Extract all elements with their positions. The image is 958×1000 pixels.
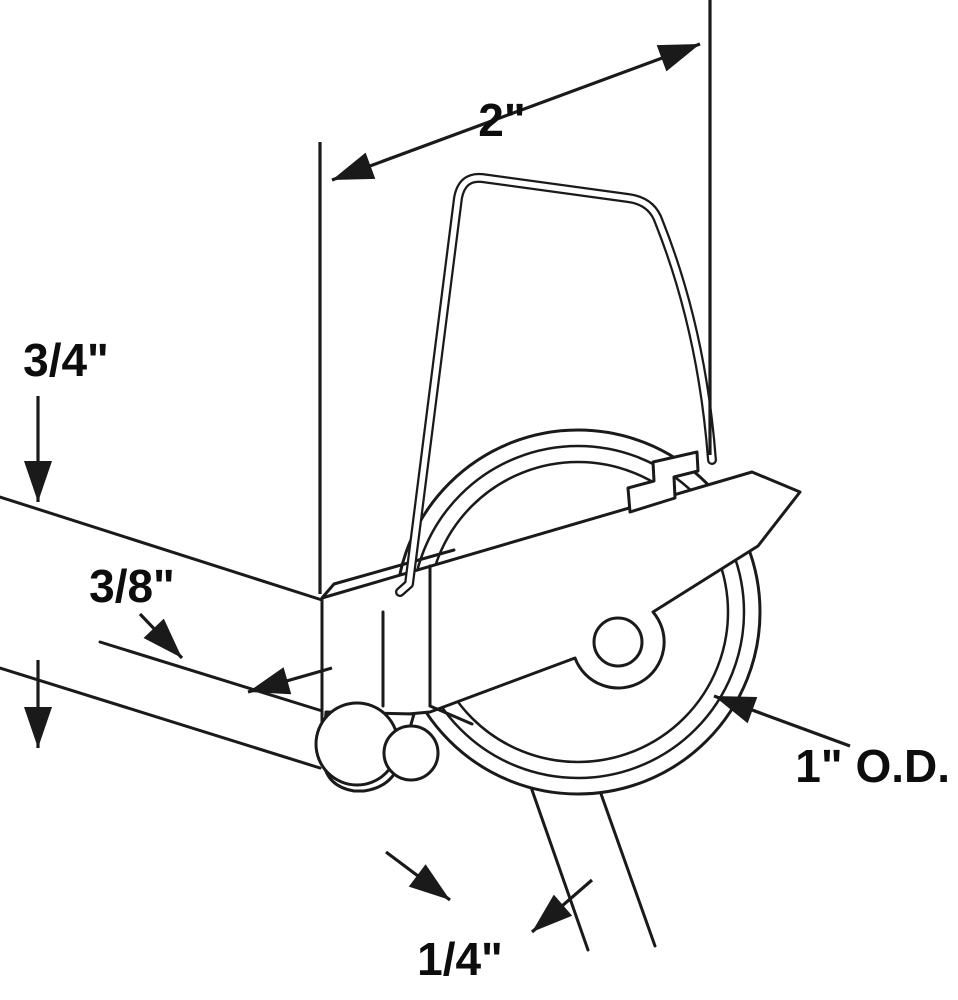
dim-label-1-4in: 1/4" <box>417 933 503 985</box>
frame-top-edge-line <box>0 495 324 602</box>
dimension-1-4-inch: 1/4" <box>385 850 594 985</box>
housing-depth-edge <box>428 704 474 726</box>
dim-label-3-8in: 3/8" <box>89 560 175 612</box>
dimension-2-inch: 2" <box>318 0 712 594</box>
dimension-3-4-inch: 3/4" <box>23 334 109 748</box>
dim-label-2in: 2" <box>478 94 525 146</box>
dimension-1-inch-od: 1" O.D. <box>713 694 950 792</box>
dim-label-1in-od: 1" O.D. <box>795 740 950 792</box>
arrow-1-4in-left <box>385 850 451 902</box>
spring-wire-core <box>397 175 715 595</box>
arrow-1in-od <box>713 694 851 748</box>
dimension-line-2in <box>331 42 701 182</box>
spring-lever-wire <box>395 172 717 597</box>
housing-front-plate <box>320 470 802 724</box>
dimension-3-8-inch: 3/8" <box>89 560 333 695</box>
arrow-3-8in-lower <box>247 666 333 695</box>
arrow-3-8in-upper <box>138 612 184 660</box>
dim-label-3-4in: 3/4" <box>23 334 109 386</box>
arrow-1-4in-right <box>530 878 594 934</box>
frame-edge-lines <box>0 495 334 770</box>
frame-lip-line <box>98 640 334 716</box>
frame-bottom-edge-line <box>0 666 322 770</box>
spring-clip-notch <box>626 450 700 514</box>
housing-bracket <box>320 450 802 726</box>
axle-hole <box>592 616 644 668</box>
small-guide-roller <box>314 701 440 793</box>
guide-roller-pin <box>382 724 440 782</box>
